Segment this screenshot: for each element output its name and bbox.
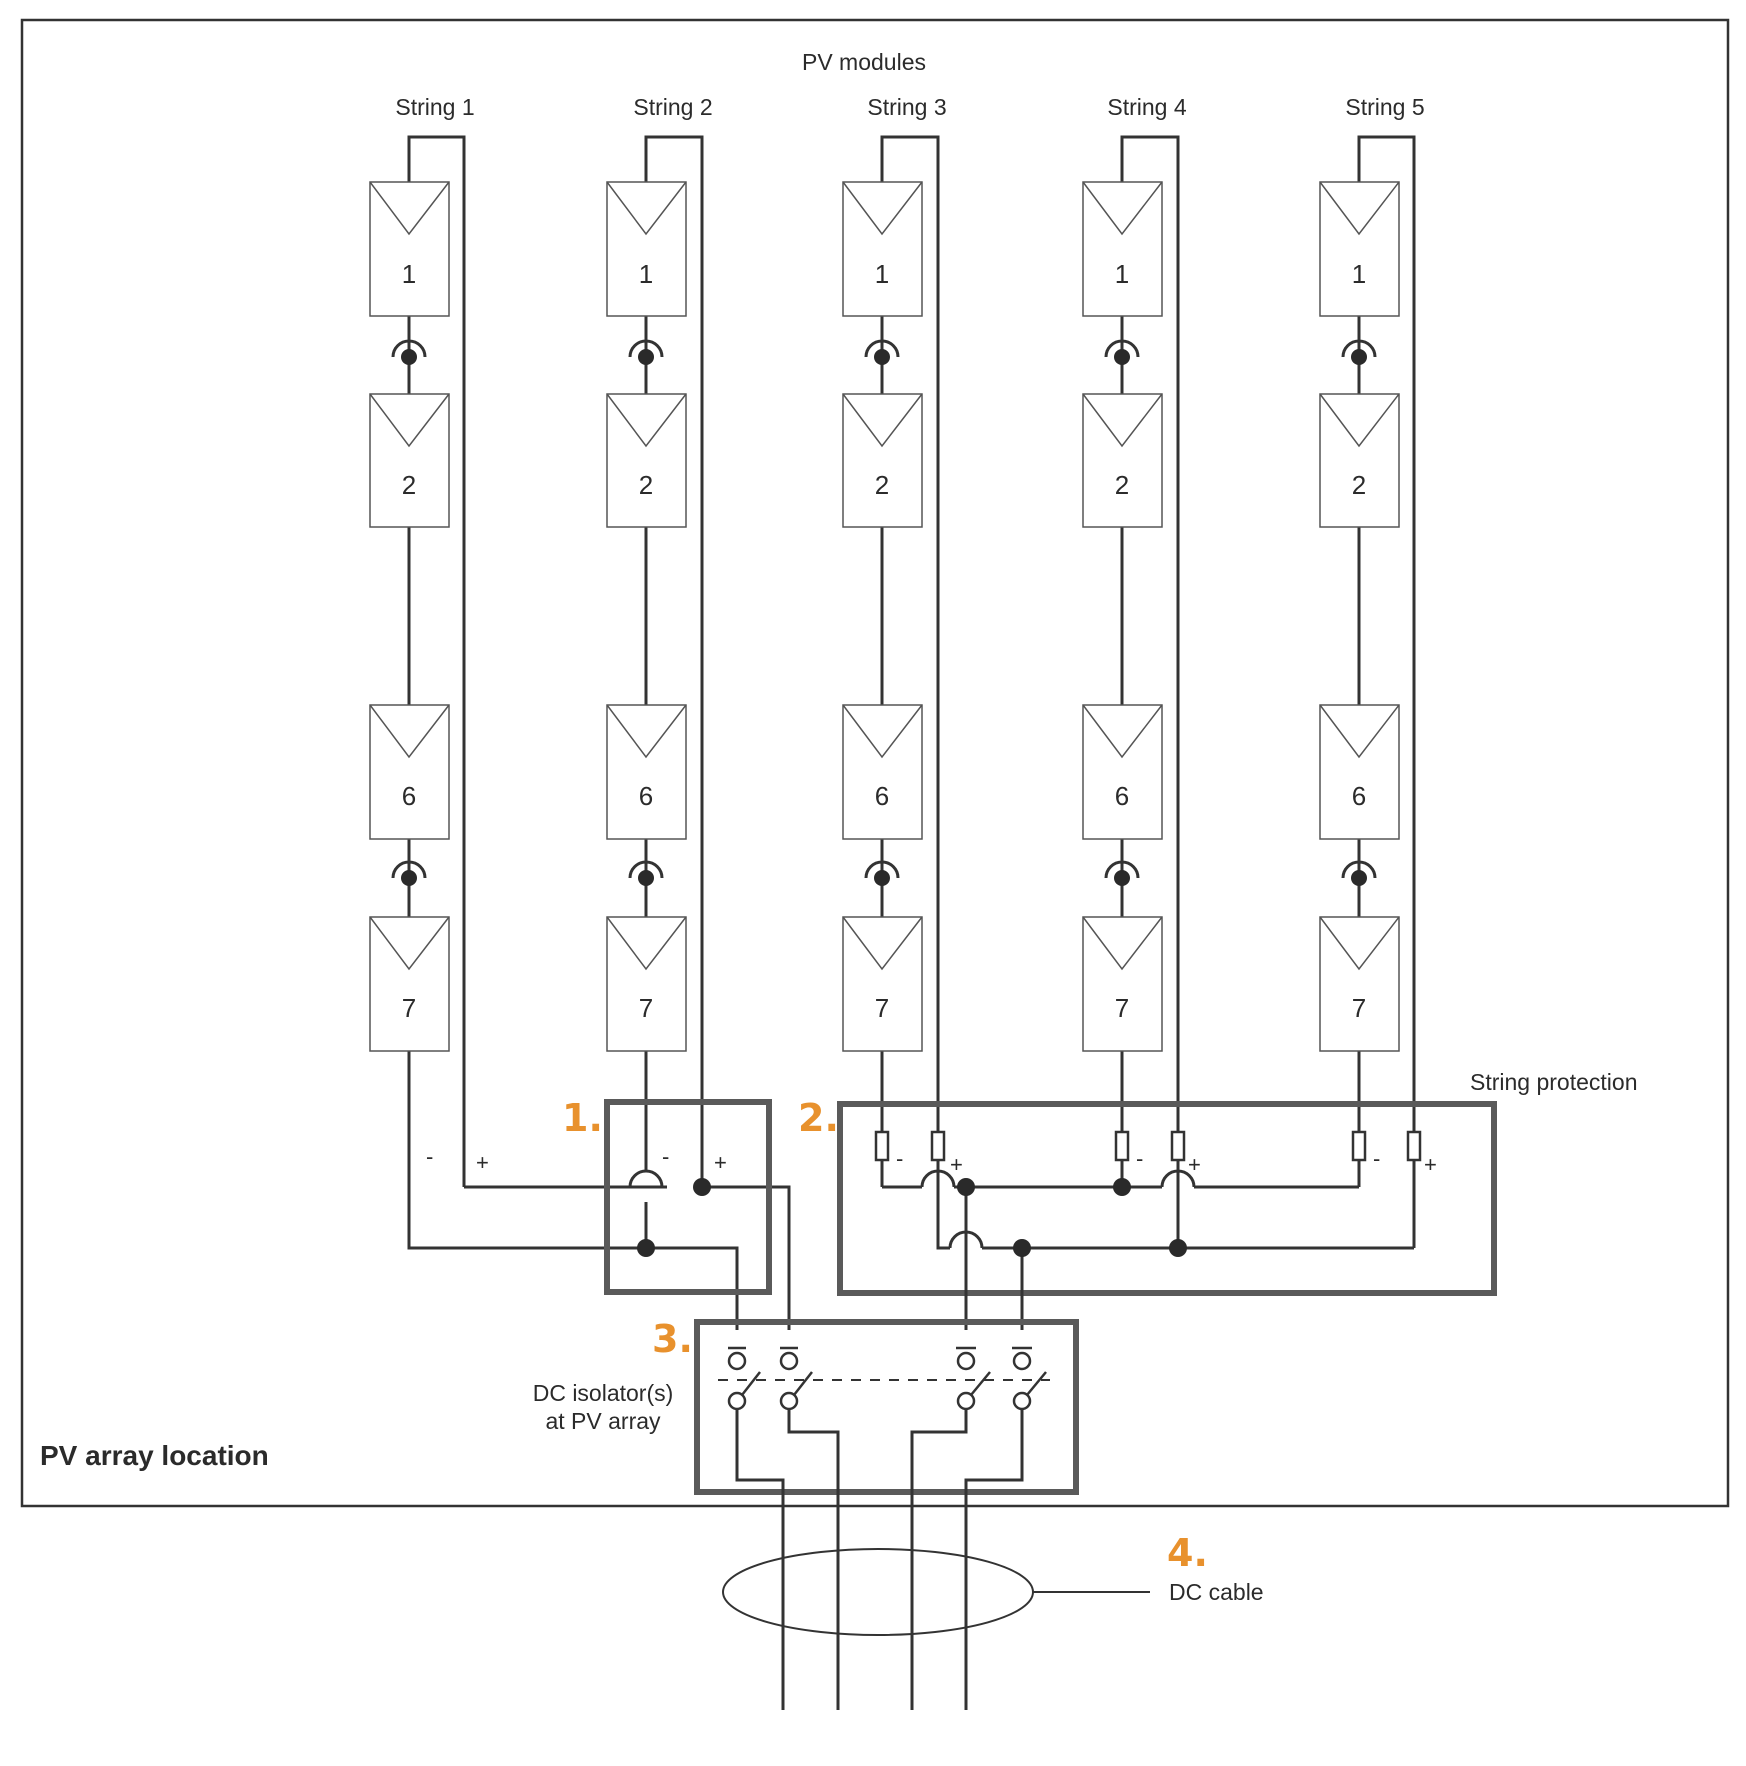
minus-marker: - <box>896 1146 903 1171</box>
module-number: 6 <box>875 781 889 811</box>
step-4-marker: 4. <box>1167 1531 1208 1575</box>
junction-box-1 <box>604 1099 772 1295</box>
string-4-label: String 4 <box>1107 94 1186 120</box>
module-number: 1 <box>1352 259 1366 289</box>
module-number: 2 <box>875 470 889 500</box>
dc-isolator-box <box>694 1319 1079 1495</box>
module-number: 6 <box>639 781 653 811</box>
minus-marker: - <box>662 1144 669 1169</box>
module-number: 1 <box>875 259 889 289</box>
module-number: 2 <box>639 470 653 500</box>
module-number: 7 <box>1352 993 1366 1023</box>
dc-cable-label: DC cable <box>1169 1579 1264 1605</box>
step-2-marker: 2. <box>798 1096 839 1140</box>
dc-isolator-label-line1: DC isolator(s) <box>533 1380 674 1406</box>
module-number: 1 <box>402 259 416 289</box>
module-number: 2 <box>402 470 416 500</box>
step-1-marker: 1. <box>562 1096 603 1140</box>
module-number: 2 <box>1115 470 1129 500</box>
minus-marker: - <box>426 1144 433 1169</box>
minus-marker: - <box>1373 1146 1380 1171</box>
plus-marker: + <box>714 1150 727 1175</box>
string-protection-box <box>837 1101 1497 1296</box>
pv-modules-title: PV modules <box>802 49 926 75</box>
pv-module-symbols <box>369 181 1400 971</box>
plus-marker: + <box>476 1150 489 1175</box>
module-number: 7 <box>1115 993 1129 1023</box>
minus-marker: - <box>1136 1146 1143 1171</box>
string-2-label: String 2 <box>633 94 712 120</box>
pv-array-location-frame <box>20 18 1730 1508</box>
plus-marker: + <box>950 1152 963 1177</box>
module-number: 6 <box>1352 781 1366 811</box>
module-number: 7 <box>639 993 653 1023</box>
module-number: 1 <box>639 259 653 289</box>
junction-box-1-nodes <box>637 1178 711 1257</box>
dc-output-wiring <box>735 1409 1024 1710</box>
string-protection-wiring <box>882 1169 1414 1330</box>
dc-isolator-label-line2: at PV array <box>545 1408 661 1434</box>
dc-isolator-switches <box>718 1346 1050 1411</box>
module-connectors <box>391 339 1377 886</box>
plus-marker: + <box>1188 1152 1201 1177</box>
module-number: 6 <box>1115 781 1129 811</box>
string-protection-label: String protection <box>1470 1069 1637 1095</box>
pv-module-numbers: 1 2 6 7 1 2 6 7 1 2 6 7 1 2 6 7 1 2 6 7 <box>402 259 1366 1023</box>
module-number: 2 <box>1352 470 1366 500</box>
string-fuses <box>874 1130 1422 1162</box>
step-3-marker: 3. <box>652 1317 693 1361</box>
dc-cable-bundle <box>722 1548 1034 1636</box>
string-3-label: String 3 <box>867 94 946 120</box>
junction-box-1-wiring <box>628 1169 667 1189</box>
string-5-label: String 5 <box>1345 94 1424 120</box>
module-number: 7 <box>402 993 416 1023</box>
plus-marker: + <box>1424 1152 1437 1177</box>
module-number: 6 <box>402 781 416 811</box>
pv-array-location-label: PV array location <box>40 1440 269 1471</box>
pv-module-boxes <box>369 181 1400 1052</box>
string-1-label: String 1 <box>395 94 474 120</box>
module-number: 1 <box>1115 259 1129 289</box>
module-number: 7 <box>875 993 889 1023</box>
string-protection-nodes <box>957 1178 1187 1257</box>
polarity-markers: - + - + - + - + - + <box>426 1144 1437 1177</box>
